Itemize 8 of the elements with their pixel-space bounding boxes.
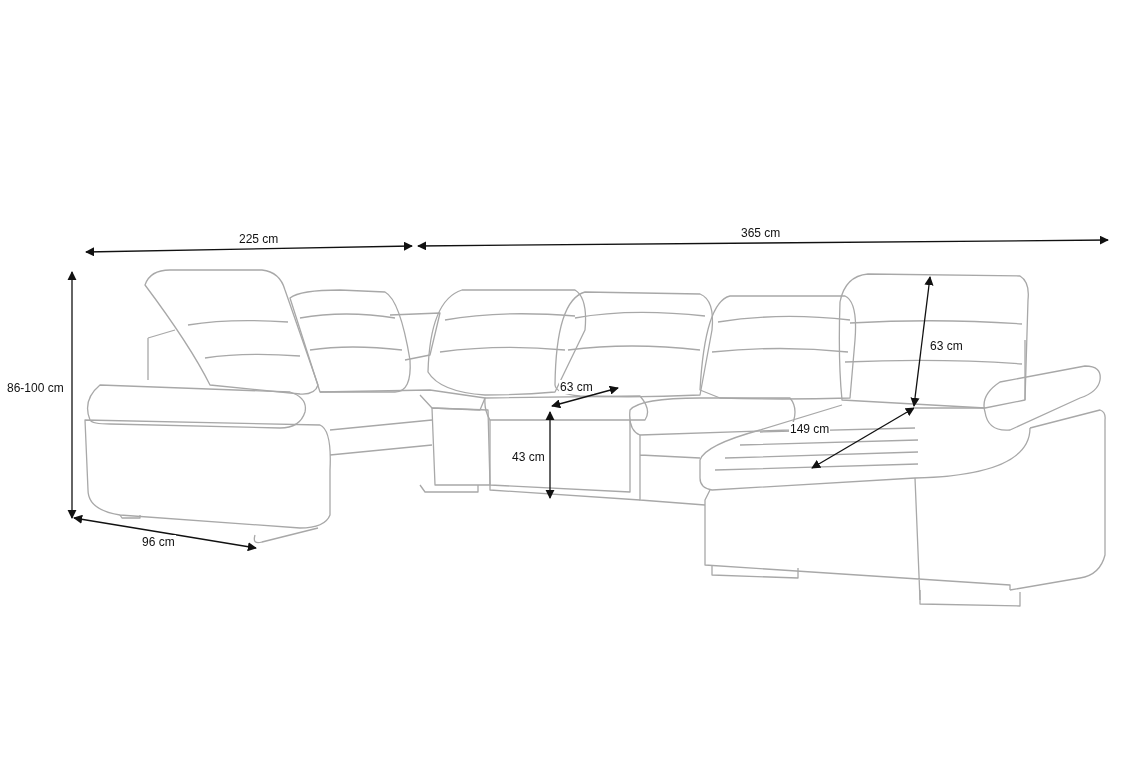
dimension-label: 96 cm: [141, 535, 176, 549]
dimension-label: 365 cm: [740, 226, 782, 240]
dimension-label: 43 cm: [511, 450, 546, 464]
dimension-label: 63 cm: [559, 380, 594, 394]
dimension-label: 149 cm: [789, 422, 831, 436]
dimension-label: 225 cm: [238, 232, 280, 246]
dimension-label: 86-100 cm: [6, 381, 65, 395]
dimension-label: 63 cm: [929, 339, 964, 353]
